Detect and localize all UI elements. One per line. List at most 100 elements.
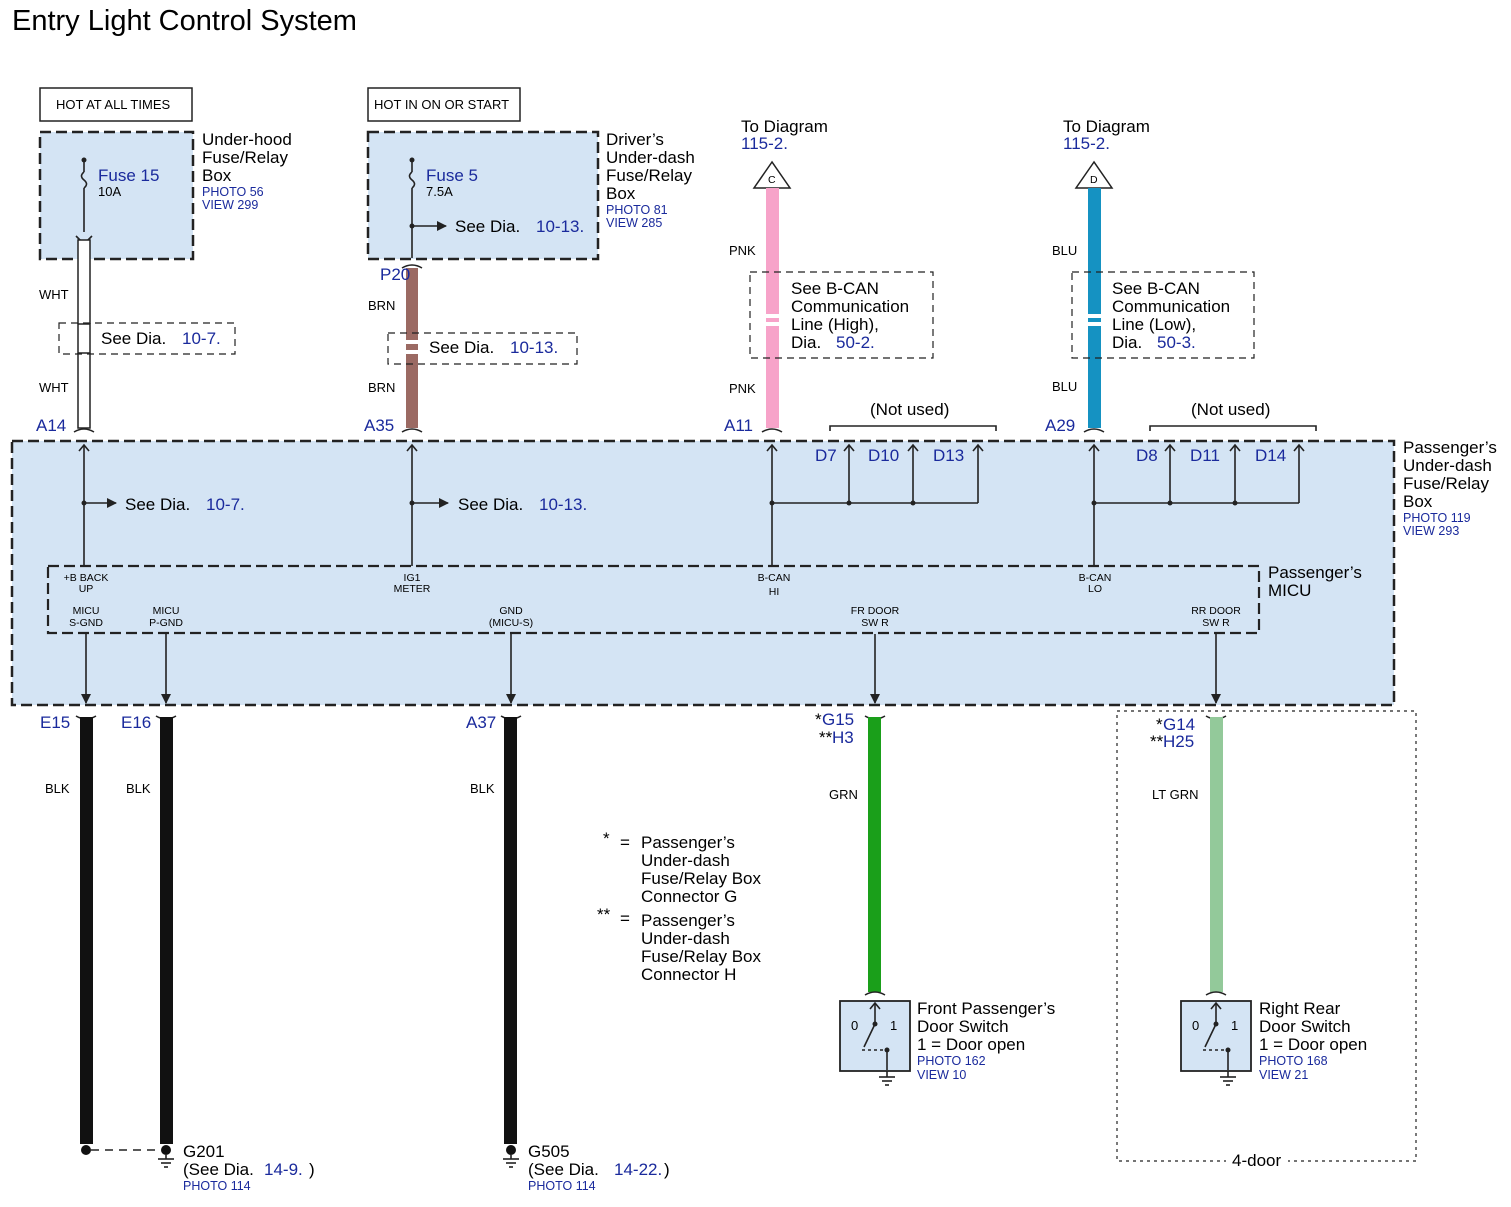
hot-at-all-times-label: HOT AT ALL TIMES bbox=[56, 97, 170, 112]
driver-box-name-3: Fuse/Relay bbox=[606, 166, 692, 185]
g201-see-text: (See Dia. bbox=[183, 1160, 254, 1179]
front-switch-contact bbox=[863, 1023, 876, 1048]
g201-see-ref[interactable]: 14-9. bbox=[264, 1160, 303, 1179]
underhood-fuse-box bbox=[38, 130, 195, 261]
bcan-high-ref[interactable]: 50-2. bbox=[836, 333, 875, 352]
bcan-low-line-1: See B-CAN bbox=[1112, 279, 1200, 298]
to-diagram-d-ref[interactable]: 115-2. bbox=[1063, 134, 1110, 153]
pin-e15: E15 bbox=[40, 713, 70, 732]
bcan-high-line-3: Line (High), bbox=[791, 315, 879, 334]
wire-grn bbox=[868, 717, 881, 992]
pin-p20: P20 bbox=[380, 265, 410, 284]
footnote-1-line-1: Passenger’s bbox=[641, 833, 735, 852]
micu-pin-gnd-2: (MICU-S) bbox=[489, 617, 533, 629]
pin-d10: D10 bbox=[868, 446, 899, 465]
wire-color-blk-e16: BLK bbox=[126, 781, 151, 796]
inner-a35-see-text: See Dia. bbox=[458, 495, 523, 514]
driver-box-see-text: See Dia. bbox=[455, 217, 520, 236]
micu-pin-b-backup-2: UP bbox=[79, 583, 94, 595]
g505-see-ref[interactable]: 14-22. bbox=[614, 1160, 662, 1179]
rear-switch-name-1: Right Rear bbox=[1259, 999, 1341, 1018]
footnote-1-eq: = bbox=[620, 833, 630, 852]
g201-photo: PHOTO 114 bbox=[183, 1179, 251, 1193]
micu-pin-b-backup-1: +B BACK bbox=[64, 572, 109, 584]
passenger-box-name-1: Passenger’s bbox=[1403, 438, 1497, 457]
underhood-box-name-3: Box bbox=[202, 166, 232, 185]
fuse-5-rating: 7.5A bbox=[426, 184, 453, 199]
bcan-low-ref[interactable]: 50-3. bbox=[1157, 333, 1196, 352]
driver-fuse-box bbox=[366, 130, 600, 261]
front-switch-pos-1: 1 bbox=[890, 1018, 897, 1033]
not-used-bracket-2 bbox=[1149, 425, 1317, 431]
bcan-low-line-2: Communication bbox=[1112, 297, 1230, 316]
fuse-15-rating: 10A bbox=[98, 184, 121, 199]
inner-a14-see-ref[interactable]: 10-7. bbox=[206, 495, 245, 514]
wire-color-wht-2: WHT bbox=[39, 380, 69, 395]
front-switch-pos-0: 0 bbox=[851, 1018, 858, 1033]
micu-pin-bcan-lo-1: B-CAN bbox=[1079, 572, 1112, 584]
driver-box-see-ref[interactable]: 10-13. bbox=[536, 217, 584, 236]
pin-a37: A37 bbox=[466, 713, 496, 732]
a14-see-ref[interactable]: 10-7. bbox=[182, 329, 221, 348]
pin-a11-cap bbox=[761, 428, 783, 433]
bcan-low-line-3: Line (Low), bbox=[1112, 315, 1196, 334]
footnote-2-line-3: Fuse/Relay Box bbox=[641, 947, 761, 966]
front-switch-photo: PHOTO 162 bbox=[917, 1054, 986, 1068]
passenger-box-name-2: Under-dash bbox=[1403, 456, 1492, 475]
wire-color-blk-e15: BLK bbox=[45, 781, 70, 796]
rear-switch-view: VIEW 21 bbox=[1259, 1068, 1308, 1082]
pin-a35: A35 bbox=[364, 416, 394, 435]
to-diagram-c-ref[interactable]: 115-2. bbox=[741, 134, 788, 153]
underhood-box-name-1: Under-hood bbox=[202, 130, 292, 149]
fuse-15-label: Fuse 15 bbox=[98, 166, 159, 185]
wire-blk-e15 bbox=[80, 717, 93, 1144]
wire-color-pnk-2: PNK bbox=[729, 381, 756, 396]
micu-pin-rr-door-2: SW R bbox=[1202, 617, 1230, 629]
inner-a35-see-ref[interactable]: 10-13. bbox=[539, 495, 587, 514]
not-used-bracket-1 bbox=[829, 425, 997, 431]
footnote-2-mark: ** bbox=[597, 905, 611, 924]
rear-switch-name-3: 1 = Door open bbox=[1259, 1035, 1367, 1054]
fuse-5-label: Fuse 5 bbox=[426, 166, 478, 185]
footnote-2-eq: = bbox=[620, 909, 630, 928]
wire-lt-grn bbox=[1210, 717, 1223, 992]
pin-a35-cap bbox=[401, 428, 423, 433]
micu-pin-p-gnd-2: P-GND bbox=[149, 617, 183, 629]
bcan-high-line-2: Communication bbox=[791, 297, 909, 316]
passenger-box-name-3: Fuse/Relay bbox=[1403, 474, 1489, 493]
pin-g15: G15 bbox=[822, 710, 854, 729]
pin-d11: D11 bbox=[1190, 446, 1220, 465]
pin-h25: H25 bbox=[1163, 732, 1194, 751]
wire-color-lt-grn: LT GRN bbox=[1152, 787, 1198, 802]
micu-pin-p-gnd-1: MICU bbox=[153, 605, 180, 617]
rear-switch-pos-0: 0 bbox=[1192, 1018, 1199, 1033]
pin-g15-prefix: * bbox=[815, 710, 822, 729]
to-diagram-c-label: To Diagram bbox=[741, 117, 828, 136]
bcan-low-box bbox=[1071, 271, 1255, 359]
a14-see-text: See Dia. bbox=[101, 329, 166, 348]
micu-pin-ig1-2: METER bbox=[394, 583, 431, 595]
rear-switch-name-2: Door Switch bbox=[1259, 1017, 1351, 1036]
pin-d14: D14 bbox=[1255, 446, 1286, 465]
micu-pin-fr-door-1: FR DOOR bbox=[851, 605, 900, 617]
pin-h3-prefix: ** bbox=[819, 728, 833, 747]
p20-see-ref[interactable]: 10-13. bbox=[510, 338, 558, 357]
driver-box-name-1: Driver’s bbox=[606, 130, 664, 149]
micu-pin-gnd-1: GND bbox=[499, 605, 523, 617]
passenger-box-name-4: Box bbox=[1403, 492, 1433, 511]
to-diagram-d-label: To Diagram bbox=[1063, 117, 1150, 136]
micu-pin-ig1-1: IG1 bbox=[404, 572, 421, 584]
wire-brn bbox=[406, 268, 418, 428]
g505-close: ) bbox=[664, 1160, 670, 1179]
page-title: Entry Light Control System bbox=[12, 5, 357, 37]
micu-pin-bcan-hi-2: HI bbox=[769, 586, 780, 598]
footnote-2-line-2: Under-dash bbox=[641, 929, 730, 948]
underhood-box-view: VIEW 299 bbox=[202, 198, 258, 212]
inner-a14-see-text: See Dia. bbox=[125, 495, 190, 514]
footnote-2-line-4: Connector H bbox=[641, 965, 736, 984]
connector-d-symbol: D bbox=[1090, 174, 1098, 186]
g201-close: ) bbox=[309, 1160, 315, 1179]
bcan-high-dia: Dia. bbox=[791, 333, 821, 352]
rear-switch-photo: PHOTO 168 bbox=[1259, 1054, 1328, 1068]
